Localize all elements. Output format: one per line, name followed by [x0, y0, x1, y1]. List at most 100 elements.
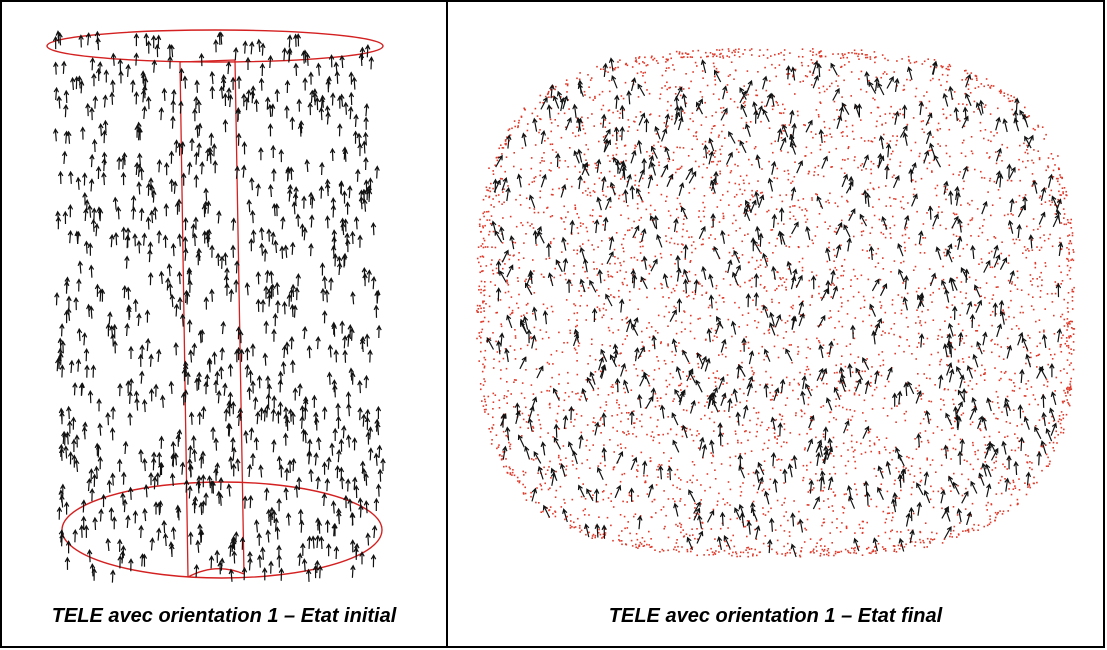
surface-point — [696, 138, 698, 141]
surface-point — [819, 55, 821, 57]
surface-point — [1034, 266, 1037, 269]
surface-point — [642, 200, 644, 203]
surface-point — [599, 309, 601, 312]
surface-point — [533, 177, 535, 179]
surface-point — [602, 194, 605, 196]
surface-point — [986, 239, 989, 241]
surface-point — [848, 61, 850, 63]
surface-point — [692, 297, 695, 300]
orientation-arrow — [191, 435, 197, 449]
surface-point — [1072, 249, 1074, 251]
surface-point — [955, 213, 958, 216]
surface-point — [884, 385, 887, 388]
surface-point — [889, 232, 892, 235]
surface-point — [654, 209, 656, 211]
surface-point — [637, 495, 639, 497]
surface-point — [788, 246, 791, 248]
surface-point — [937, 211, 939, 214]
surface-point — [1018, 168, 1020, 171]
surface-point — [658, 405, 661, 407]
orientation-arrow — [195, 252, 201, 266]
surface-point — [1032, 394, 1035, 396]
surface-point — [885, 185, 887, 187]
surface-point — [624, 81, 627, 84]
surface-point — [1049, 460, 1051, 463]
surface-point — [853, 159, 856, 162]
surface-point — [623, 515, 626, 518]
surface-point — [972, 468, 975, 471]
surface-point — [845, 525, 848, 528]
orientation-arrow — [353, 216, 360, 230]
orientation-arrow — [87, 204, 93, 218]
orientation-arrow — [324, 289, 330, 303]
orientation-arrow — [256, 38, 262, 52]
surface-point — [1043, 239, 1046, 242]
surface-point — [866, 358, 868, 360]
surface-point — [541, 160, 543, 162]
surface-point — [965, 78, 967, 81]
surface-point — [1061, 187, 1064, 189]
surface-point — [1018, 239, 1021, 241]
surface-point — [1029, 274, 1032, 276]
surface-point — [870, 450, 872, 453]
surface-point — [730, 170, 733, 172]
surface-point — [879, 278, 882, 281]
orientation-arrow — [77, 260, 83, 274]
surface-point — [1020, 208, 1022, 211]
surface-point — [678, 384, 680, 387]
surface-point — [564, 502, 566, 504]
surface-point — [794, 218, 797, 221]
orientation-arrow — [89, 153, 95, 168]
surface-point — [528, 337, 531, 340]
orientation-arrow — [143, 32, 150, 47]
surface-point — [517, 280, 519, 282]
surface-point — [935, 194, 938, 197]
surface-point — [971, 502, 974, 505]
orientation-arrow — [343, 101, 349, 115]
surface-point — [813, 171, 816, 173]
surface-point — [734, 48, 737, 51]
surface-point — [1006, 395, 1009, 398]
surface-point — [666, 81, 668, 84]
orientation-arrow — [142, 507, 148, 522]
surface-point — [574, 526, 577, 528]
surface-point — [776, 167, 779, 170]
surface-point — [807, 504, 810, 506]
surface-point — [806, 518, 809, 521]
surface-point — [1032, 308, 1035, 311]
surface-point — [492, 187, 494, 190]
surface-point — [618, 194, 621, 197]
surface-point — [1068, 335, 1070, 338]
surface-point — [655, 133, 658, 135]
surface-point — [487, 189, 490, 192]
surface-point — [1023, 395, 1026, 397]
surface-point — [580, 495, 583, 498]
surface-point — [1067, 292, 1070, 294]
surface-point — [726, 442, 729, 445]
surface-point — [832, 455, 835, 457]
surface-point — [619, 480, 622, 483]
surface-point — [711, 226, 713, 228]
surface-point — [552, 436, 554, 438]
surface-point — [803, 314, 806, 317]
surface-point — [767, 209, 770, 212]
surface-point — [1040, 203, 1043, 205]
surface-point — [604, 70, 607, 72]
surface-point — [904, 246, 906, 249]
surface-point — [1000, 371, 1003, 373]
surface-point — [854, 532, 856, 534]
surface-point — [631, 227, 633, 229]
orientation-arrow — [113, 231, 119, 246]
surface-point — [516, 302, 518, 305]
surface-point — [823, 548, 826, 551]
surface-point — [658, 442, 661, 444]
surface-point — [636, 418, 638, 420]
surface-point — [987, 191, 989, 193]
orientation-arrow — [290, 283, 296, 298]
surface-point — [973, 100, 976, 103]
surface-point — [680, 526, 682, 528]
surface-point — [1029, 467, 1031, 469]
surface-point — [601, 190, 604, 192]
surface-point — [618, 539, 620, 541]
surface-point — [492, 273, 495, 275]
